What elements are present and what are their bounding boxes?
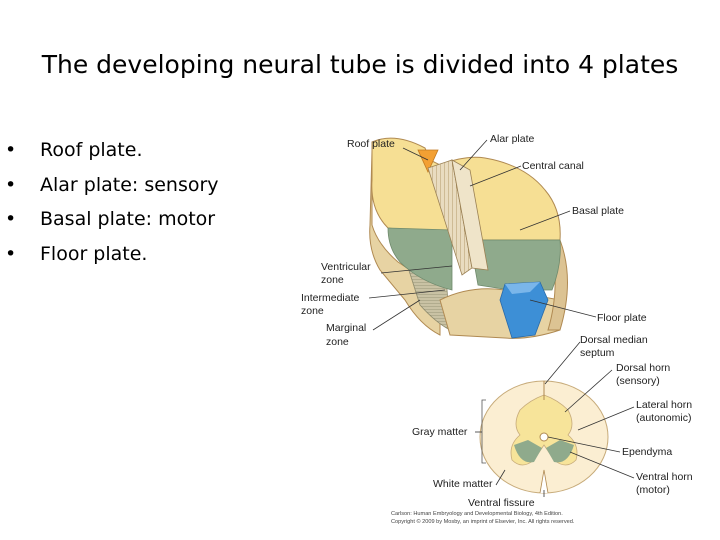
label-marginal-zone: Marginal bbox=[326, 322, 366, 334]
figure-caption-line1: Carlson: Human Embryology and Developmen… bbox=[391, 511, 563, 517]
label-ventral-horn-2: (motor) bbox=[636, 484, 670, 496]
label-dorsal-median-septum-2: septum bbox=[580, 347, 615, 359]
ependyma-canal bbox=[539, 432, 549, 442]
label-ependyma: Ependyma bbox=[622, 446, 672, 458]
label-floor-plate: Floor plate bbox=[597, 312, 647, 324]
roof-plate-wedge bbox=[417, 149, 439, 173]
bullet-list: • Roof plate. • Alar plate: sensory • Basal… bbox=[5, 133, 219, 271]
bullet-basal-plate: • Basal plate: motor bbox=[5, 202, 219, 237]
label-dorsal-horn-2: (sensory) bbox=[616, 375, 660, 387]
bullet-alar-plate: • Alar plate: sensory bbox=[5, 168, 219, 203]
label-marginal-zone-2: zone bbox=[326, 336, 349, 348]
bullet-marker: • bbox=[5, 139, 17, 161]
bullet-text: Roof plate. bbox=[40, 139, 143, 161]
label-dorsal-median-septum: Dorsal median bbox=[580, 334, 648, 346]
bullet-floor-plate: • Floor plate. bbox=[5, 237, 219, 272]
bullet-text: Basal plate: motor bbox=[40, 208, 216, 230]
label-ventral-horn: Ventral horn bbox=[636, 471, 693, 483]
label-ventricular-zone-2: zone bbox=[321, 274, 344, 286]
neural-tube-block bbox=[369, 137, 568, 339]
gray-matter-bracket bbox=[481, 399, 486, 464]
bullet-marker: • bbox=[5, 173, 17, 196]
ventral-horn-left bbox=[514, 440, 542, 463]
label-white-matter: White matter bbox=[433, 478, 493, 490]
ventral-fissure bbox=[539, 469, 549, 494]
label-ventricular-zone: Ventricular bbox=[321, 261, 371, 273]
neural-tube-figure: Roof plate Alar plate Central canal Basa… bbox=[296, 122, 720, 532]
bullet-text: Floor plate. bbox=[40, 242, 148, 265]
basal-plate-left bbox=[387, 227, 453, 291]
ventral-horn-right bbox=[546, 440, 574, 463]
label-central-canal: Central canal bbox=[522, 160, 584, 172]
figure-labels: Roof plate Alar plate Central canal Basa… bbox=[301, 133, 693, 525]
label-ventral-fissure: Ventral fissure bbox=[468, 497, 535, 509]
label-roof-plate: Roof plate bbox=[347, 138, 395, 150]
slide-title: The developing neural tube is divided in… bbox=[41, 50, 679, 79]
bullet-roof-plate: • Roof plate. bbox=[5, 133, 219, 168]
label-alar-plate: Alar plate bbox=[490, 133, 535, 145]
leader-lines bbox=[368, 139, 635, 497]
label-dorsal-horn: Dorsal horn bbox=[616, 362, 670, 374]
neural-tube-diagram: Roof plate Alar plate Central canal Basa… bbox=[301, 133, 693, 525]
label-basal-plate: Basal plate bbox=[572, 205, 624, 217]
label-lateral-horn-2: (autonomic) bbox=[636, 412, 691, 424]
figure-caption-line2: Copyright © 2009 by Mosby, an imprint of… bbox=[391, 518, 575, 525]
spinal-cord-section bbox=[479, 380, 609, 494]
central-canal-wall-right bbox=[451, 159, 489, 271]
bullet-marker: • bbox=[5, 242, 17, 265]
label-gray-matter: Gray matter bbox=[412, 426, 468, 438]
label-intermediate-zone: Intermediate bbox=[301, 292, 360, 304]
floor-plate-top bbox=[505, 282, 540, 294]
label-lateral-horn: Lateral horn bbox=[636, 399, 692, 411]
bullet-text: Alar plate: sensory bbox=[40, 173, 219, 196]
bullet-marker: • bbox=[5, 208, 17, 230]
label-intermediate-zone-2: zone bbox=[301, 305, 324, 317]
